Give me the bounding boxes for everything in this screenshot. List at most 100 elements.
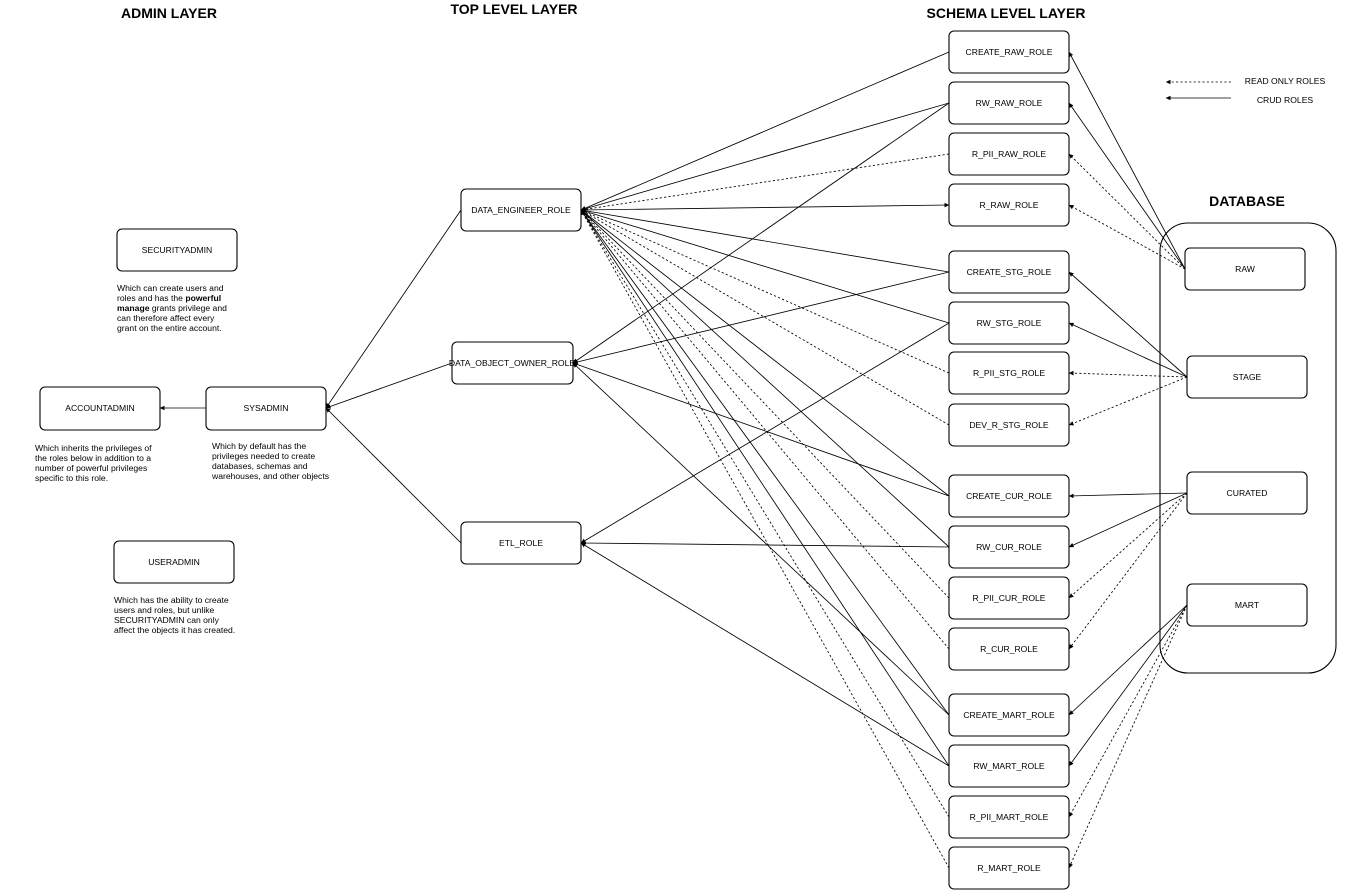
node-create-stg-role[interactable]: CREATE_STG_ROLE (948, 250, 1070, 294)
node-label: R_MART_ROLE (977, 863, 1041, 873)
node-r-raw-role[interactable]: R_RAW_ROLE (948, 183, 1070, 227)
edge-db-to-schema (1068, 153, 1186, 270)
node-label: RW_RAW_ROLE (976, 98, 1043, 108)
edge-db-to-schema (1068, 492, 1188, 599)
node-rw-mart-role[interactable]: RW_MART_ROLE (948, 744, 1070, 788)
edge-schema-to-data-object-owner (572, 362, 950, 497)
node-label: R_PII_RAW_ROLE (972, 149, 1046, 159)
node-label: DEV_R_STG_ROLE (969, 420, 1049, 430)
node-label: CREATE_STG_ROLE (967, 267, 1052, 277)
edge-schema-to-data-engineer (580, 209, 950, 869)
node-label: R_PII_CUR_ROLE (972, 593, 1045, 603)
node-label: ACCOUNTADMIN (65, 403, 135, 413)
legend-read-only-label: READ ONLY ROLES (1245, 76, 1326, 86)
node-etl-role[interactable]: ETL_ROLE (460, 521, 582, 565)
edge-schema-to-data-engineer (580, 208, 950, 273)
node-db-stage[interactable]: STAGE (1186, 355, 1308, 399)
node-create-cur-role[interactable]: CREATE_CUR_ROLE (948, 474, 1070, 518)
edge-schema-to-data-object-owner (572, 362, 950, 716)
desc-text: can therefore affect every (117, 313, 215, 323)
node-label: R_PII_MART_ROLE (970, 812, 1049, 822)
desc-line: users and roles, but unlike (114, 605, 215, 615)
node-label: RW_STG_ROLE (977, 318, 1042, 328)
edge-db-to-schema (1068, 370, 1188, 378)
securityadmin-description: Which can create users and roles and has… (117, 283, 257, 333)
node-label: R_RAW_ROLE (980, 200, 1039, 210)
desc-line: Which inherits the privileges of (35, 443, 152, 453)
edge-schema-to-data-engineer (580, 209, 950, 374)
node-rw-raw-role[interactable]: RW_RAW_ROLE (948, 81, 1070, 125)
edge-db-to-schema (1068, 604, 1188, 818)
node-r-cur-role[interactable]: R_CUR_ROLE (948, 627, 1070, 671)
edge-data-engineer-to-r-raw (580, 202, 950, 211)
edge-schema-to-data-engineer (580, 209, 950, 650)
desc-text: grants privilege and (151, 303, 227, 313)
admin-layer-title: ADMIN LAYER (121, 5, 217, 21)
edge-db-to-schema (1068, 604, 1188, 767)
node-label: RAW (1235, 264, 1256, 274)
edge-db-to-schema (1068, 492, 1188, 650)
database-container (1159, 222, 1337, 674)
desc-text: grant on the entire account. (117, 323, 222, 333)
node-rw-stg-role[interactable]: RW_STG_ROLE (948, 301, 1070, 345)
node-label: RW_CUR_ROLE (976, 542, 1042, 552)
node-db-curated[interactable]: CURATED (1186, 471, 1308, 515)
node-rw-cur-role[interactable]: RW_CUR_ROLE (948, 525, 1070, 569)
edge-schema-to-data-engineer (580, 102, 950, 211)
node-label: RW_MART_ROLE (973, 761, 1045, 771)
node-label: CURATED (1227, 488, 1268, 498)
edge-db-to-schema (1068, 102, 1186, 270)
node-r-mart-role[interactable]: R_MART_ROLE (948, 846, 1070, 890)
node-useradmin[interactable]: USERADMIN (113, 540, 235, 584)
node-db-mart[interactable]: MART (1186, 583, 1308, 627)
node-data-object-owner-role[interactable]: DATA_OBJECT_OWNER_ROLE (449, 341, 575, 385)
node-data-engineer-role[interactable]: DATA_ENGINEER_ROLE (460, 188, 582, 232)
desc-line: Which by default has the (212, 441, 307, 451)
node-label: SYSADMIN (244, 403, 289, 413)
node-label: CREATE_MART_ROLE (963, 710, 1055, 720)
desc-line: databases, schemas and (212, 461, 308, 471)
node-label: R_PII_STG_ROLE (973, 368, 1045, 378)
node-label: SECURITYADMIN (142, 245, 213, 255)
node-r-pii-stg-role[interactable]: R_PII_STG_ROLE (948, 351, 1070, 395)
edge-schema-to-data-engineer (580, 209, 950, 716)
node-label: USERADMIN (148, 557, 200, 567)
node-r-pii-mart-role[interactable]: R_PII_MART_ROLE (948, 795, 1070, 839)
top-level-layer-title: TOP LEVEL LAYER (450, 1, 577, 17)
edge-schema-to-data-engineer (580, 51, 950, 211)
database-title: DATABASE (1209, 193, 1285, 209)
node-label: STAGE (1233, 372, 1262, 382)
node-dev-r-stg-role[interactable]: DEV_R_STG_ROLE (948, 403, 1070, 447)
edge-db-to-schema (1068, 492, 1188, 499)
node-label: ETL_ROLE (499, 538, 543, 548)
schema-level-layer-title: SCHEMA LEVEL LAYER (927, 5, 1086, 21)
edge-schema-to-data-engineer (580, 209, 950, 324)
legend-crud-label: CRUD ROLES (1257, 95, 1314, 105)
node-securityadmin[interactable]: SECURITYADMIN (116, 228, 238, 272)
node-label: CREATE_CUR_ROLE (966, 491, 1052, 501)
desc-line: warehouses, and other objects (212, 471, 330, 481)
node-sysadmin[interactable]: SYSADMIN (205, 386, 327, 431)
useradmin-description: Which has the ability to create users an… (114, 595, 264, 635)
edge-schema-to-data-engineer (580, 209, 950, 818)
desc-line: privileges needed to create (212, 451, 316, 461)
edge-db-to-schema (1068, 376, 1188, 426)
node-create-mart-role[interactable]: CREATE_MART_ROLE (948, 693, 1070, 737)
edge-schema-to-etl (580, 540, 950, 548)
edge-db-to-schema (1068, 271, 1188, 378)
edge-schema-to-data-engineer (580, 209, 950, 599)
node-create-raw-role[interactable]: CREATE_RAW_ROLE (948, 30, 1070, 74)
edge-schema-to-etl (580, 322, 950, 544)
edge-schema-to-data-object-owner (572, 102, 950, 364)
edge-db-to-schema (1068, 322, 1188, 378)
node-db-raw[interactable]: RAW (1184, 247, 1306, 291)
edge-db-to-schema (1068, 204, 1186, 270)
desc-line: Which has the ability to create (114, 595, 229, 605)
node-label: R_CUR_ROLE (980, 644, 1038, 654)
node-r-pii-cur-role[interactable]: R_PII_CUR_ROLE (948, 576, 1070, 620)
sysadmin-description: Which by default has the privileges need… (212, 441, 362, 481)
node-r-pii-raw-role[interactable]: R_PII_RAW_ROLE (948, 132, 1070, 176)
desc-bold-text: manage (117, 303, 150, 313)
node-accountadmin[interactable]: ACCOUNTADMIN (39, 386, 161, 431)
